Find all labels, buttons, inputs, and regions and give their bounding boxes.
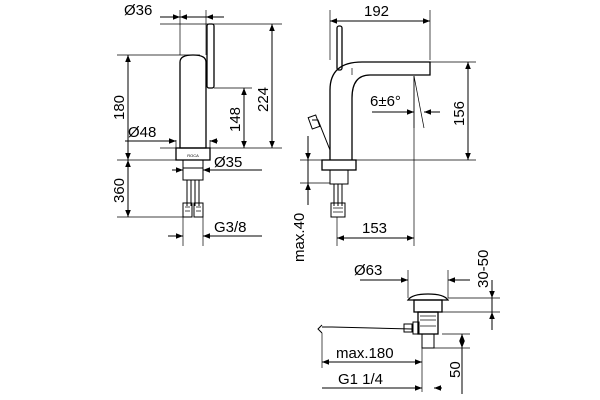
popup-rod xyxy=(312,119,331,151)
lever-front xyxy=(206,23,215,89)
waste-view: Ø63 30-50 max.180 50 G1 1/4 xyxy=(317,250,500,394)
dim-overall-height: 224 xyxy=(255,87,272,112)
dim-spout-height: 148 xyxy=(227,107,244,132)
dim-plug-diameter: Ø63 xyxy=(354,262,382,279)
dim-thread: G1 1/4 xyxy=(338,371,383,388)
front-view: ROCA Ø36 180 148 224 Ø48 xyxy=(111,2,282,246)
dim-top-diameter: Ø36 xyxy=(124,2,152,19)
waste-rod xyxy=(322,326,413,330)
dim-plug-travel: 30-50 xyxy=(475,250,492,288)
faucet-body-front xyxy=(179,54,207,149)
dim-body-height: 180 xyxy=(111,95,128,120)
dim-base-diameter: Ø48 xyxy=(128,124,156,141)
dim-rod-length: max.180 xyxy=(336,345,394,362)
dim-mount-diameter: Ø35 xyxy=(214,154,242,171)
dim-overall-depth: 192 xyxy=(364,3,389,20)
dim-connection: G3/8 xyxy=(214,219,247,236)
lever-side xyxy=(336,25,343,71)
dim-spout-reach: 153 xyxy=(362,220,387,237)
spout-side xyxy=(329,61,431,160)
dim-max-deck: max.40 xyxy=(291,213,308,262)
side-view: 192 156 6±6° max.40 153 xyxy=(291,3,476,262)
shank-front xyxy=(182,159,204,181)
waste-plug xyxy=(406,293,450,301)
dim-outlet-height: 156 xyxy=(451,101,468,126)
logo-text: ROCA xyxy=(187,153,199,158)
hoses-front xyxy=(182,180,204,218)
dim-hose-length: 360 xyxy=(111,178,128,203)
base-side xyxy=(321,159,357,171)
dim-spout-angle: 6±6° xyxy=(370,93,401,110)
dim-height: 50 xyxy=(447,361,464,378)
